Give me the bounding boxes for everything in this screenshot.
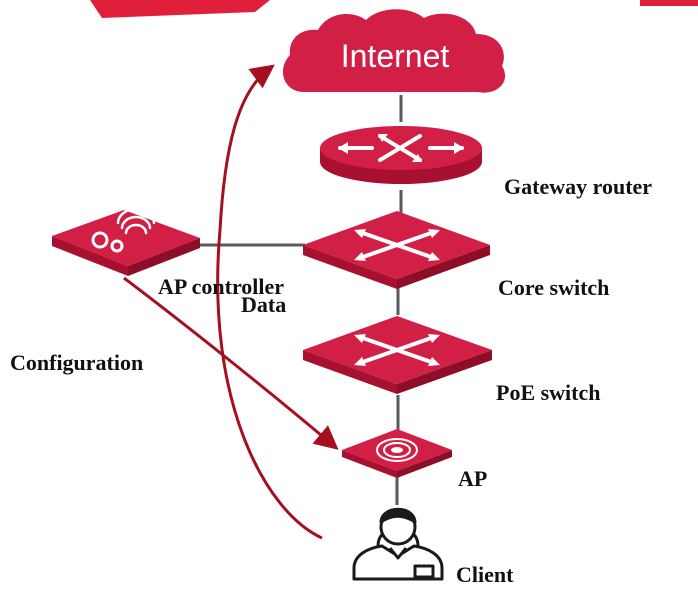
data-arrow [216, 64, 323, 540]
client-person-icon [352, 507, 444, 581]
client-label: Client [456, 562, 514, 587]
ap-controller-icon [52, 207, 200, 276]
core-switch-icon [303, 211, 490, 289]
poe-switch-icon [303, 316, 492, 394]
top-right-banner-fragment [640, 0, 698, 6]
top-banner-shape [90, 0, 270, 18]
configuration-arrow [123, 276, 339, 450]
gateway-router-label: Gateway router [504, 174, 652, 199]
ap-icon [342, 429, 452, 478]
configuration-label: Configuration [10, 350, 143, 375]
data-label: Data [241, 292, 286, 317]
gateway-router-icon [320, 126, 482, 184]
core-switch-label: Core switch [498, 275, 609, 300]
internet-cloud: Internet [282, 9, 506, 93]
ap-controller-label: AP controller [158, 274, 284, 299]
internet-label: Internet [341, 38, 450, 74]
poe-switch-label: PoE switch [496, 380, 601, 405]
ap-label: AP [458, 466, 487, 491]
